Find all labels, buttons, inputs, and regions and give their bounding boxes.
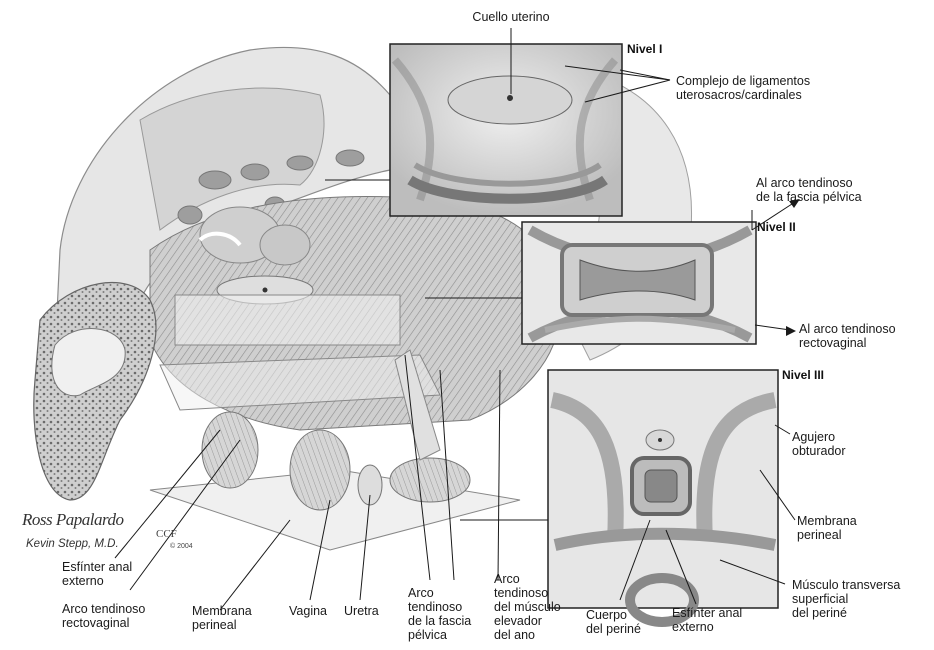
label-external-anal-sphincter-left: Esfínter anal externo bbox=[62, 560, 172, 588]
level-2-label: Nivel II bbox=[757, 220, 796, 234]
label-external-anal-sphincter-right: Esfínter anal externo bbox=[672, 606, 782, 634]
label-arcus-levator-ani: Arco tendinoso del músculo elevador del … bbox=[494, 572, 584, 642]
label-vagina: Vagina bbox=[289, 604, 349, 618]
ccf-mark: CCF bbox=[156, 528, 177, 540]
label-perineal-membrane-right: Membrana perineal bbox=[797, 514, 917, 542]
label-arcus-pelvic-fascia: Arco tendinoso de la fascia pélvica bbox=[408, 586, 488, 642]
label-arcus-rectovaginal: Arco tendinoso rectovaginal bbox=[62, 602, 182, 630]
label-arcus-rectovaginal-arrow: Al arco tendinoso rectovaginal bbox=[799, 322, 919, 350]
artist-credit: Kevin Stepp, M.D. bbox=[26, 538, 119, 550]
inset-level-1 bbox=[390, 44, 622, 216]
artist-signature: Ross Papalardo bbox=[22, 510, 123, 530]
inset-level-2 bbox=[522, 222, 756, 344]
label-superficial-transverse-perineal: Músculo transversa superficial del perin… bbox=[792, 578, 932, 620]
label-cervix: Cuello uterino bbox=[450, 10, 572, 24]
level-1-label: Nivel I bbox=[627, 42, 662, 56]
label-arcus-pelvic-fascia-arrow: Al arco tendinoso de la fascia pélvica bbox=[756, 176, 916, 204]
label-urethra: Uretra bbox=[344, 604, 404, 618]
copyright-year: © 2004 bbox=[170, 543, 193, 550]
level-3-label: Nivel III bbox=[782, 368, 824, 382]
label-obturator-foramen: Agujero obturador bbox=[792, 430, 912, 458]
label-perineal-membrane-left: Membrana perineal bbox=[192, 604, 282, 632]
pubic-bone-section bbox=[34, 283, 156, 500]
label-perineal-body: Cuerpo del periné bbox=[586, 608, 666, 636]
label-ligament-complex: Complejo de ligamentos uterosacros/cardi… bbox=[676, 74, 876, 102]
level-plane-1 bbox=[175, 295, 400, 345]
